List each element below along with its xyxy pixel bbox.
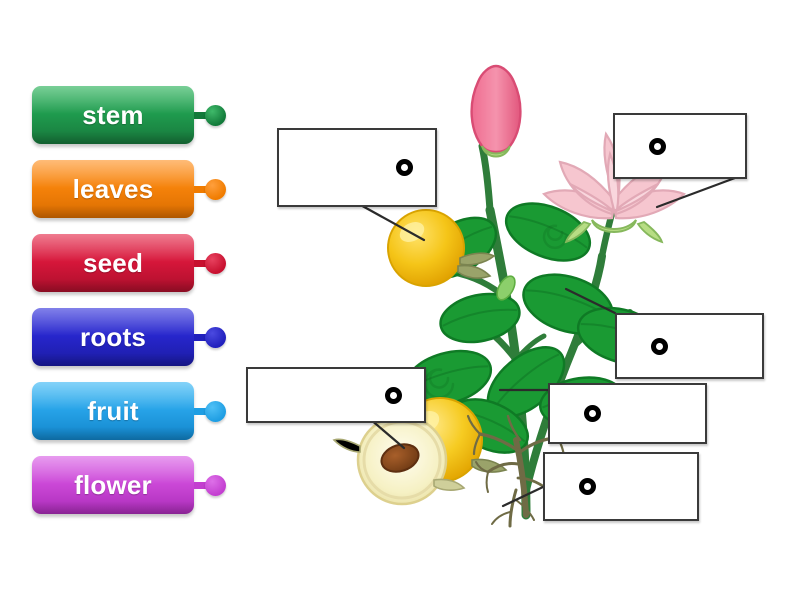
connector-dot[interactable]: [205, 104, 226, 126]
roots-target[interactable]: [543, 452, 699, 521]
drop-marker-ring[interactable]: [651, 338, 668, 355]
pill-shade: [32, 131, 194, 144]
seed-target[interactable]: [246, 367, 426, 423]
leaves-target[interactable]: [615, 313, 764, 379]
pill-shade: [32, 279, 194, 292]
label-pill-body[interactable]: stem: [32, 86, 194, 144]
plant-bud: [470, 64, 522, 158]
connector-dot[interactable]: [205, 178, 226, 200]
label-pill-body[interactable]: flower: [32, 456, 194, 514]
drop-marker-ring[interactable]: [649, 138, 666, 155]
label-pill-body[interactable]: fruit: [32, 382, 194, 440]
label-pill-roots[interactable]: roots: [32, 306, 226, 368]
connector-dot[interactable]: [205, 326, 226, 348]
label-pill-body[interactable]: leaves: [32, 160, 194, 218]
fruit-target[interactable]: [277, 128, 437, 207]
label-pill-text: roots: [80, 321, 146, 352]
flower-target[interactable]: [613, 113, 747, 179]
pill-shade: [32, 501, 194, 514]
label-connector-roots[interactable]: [194, 326, 226, 348]
connector-bar: [194, 333, 208, 341]
connector-bar: [194, 407, 208, 415]
label-pill-flower[interactable]: flower: [32, 454, 226, 516]
label-connector-seed[interactable]: [194, 252, 226, 274]
label-pill-leaves[interactable]: leaves: [32, 158, 226, 220]
label-pill-body[interactable]: seed: [32, 234, 194, 292]
label-pill-fruit[interactable]: fruit: [32, 380, 226, 442]
drop-marker-ring[interactable]: [584, 405, 601, 422]
label-connector-leaves[interactable]: [194, 178, 226, 200]
pill-shade: [32, 353, 194, 366]
connector-dot[interactable]: [205, 252, 226, 274]
label-pill-text: fruit: [87, 395, 139, 426]
connector-bar: [194, 111, 208, 119]
connector-dot[interactable]: [205, 474, 226, 496]
pill-shade: [32, 427, 194, 440]
label-pill-body[interactable]: roots: [32, 308, 194, 366]
label-connector-stem[interactable]: [194, 104, 226, 126]
label-pill-text: seed: [82, 247, 144, 278]
drop-marker-ring[interactable]: [385, 387, 402, 404]
drop-marker-ring[interactable]: [396, 159, 413, 176]
connector-bar: [194, 259, 208, 267]
label-pill-text: leaves: [72, 173, 154, 204]
label-pill-text: flower: [74, 469, 152, 500]
label-pill-stem[interactable]: stem: [32, 84, 226, 146]
drop-marker-ring[interactable]: [579, 478, 596, 495]
stem-target[interactable]: [548, 383, 707, 444]
pill-shade: [32, 205, 194, 218]
label-pill-text: stem: [82, 99, 144, 130]
connector-dot[interactable]: [205, 400, 226, 422]
connector-bar: [194, 481, 208, 489]
label-connector-fruit[interactable]: [194, 400, 226, 422]
label-pill-seed[interactable]: seed: [32, 232, 226, 294]
connector-bar: [194, 185, 208, 193]
label-connector-flower[interactable]: [194, 474, 226, 496]
